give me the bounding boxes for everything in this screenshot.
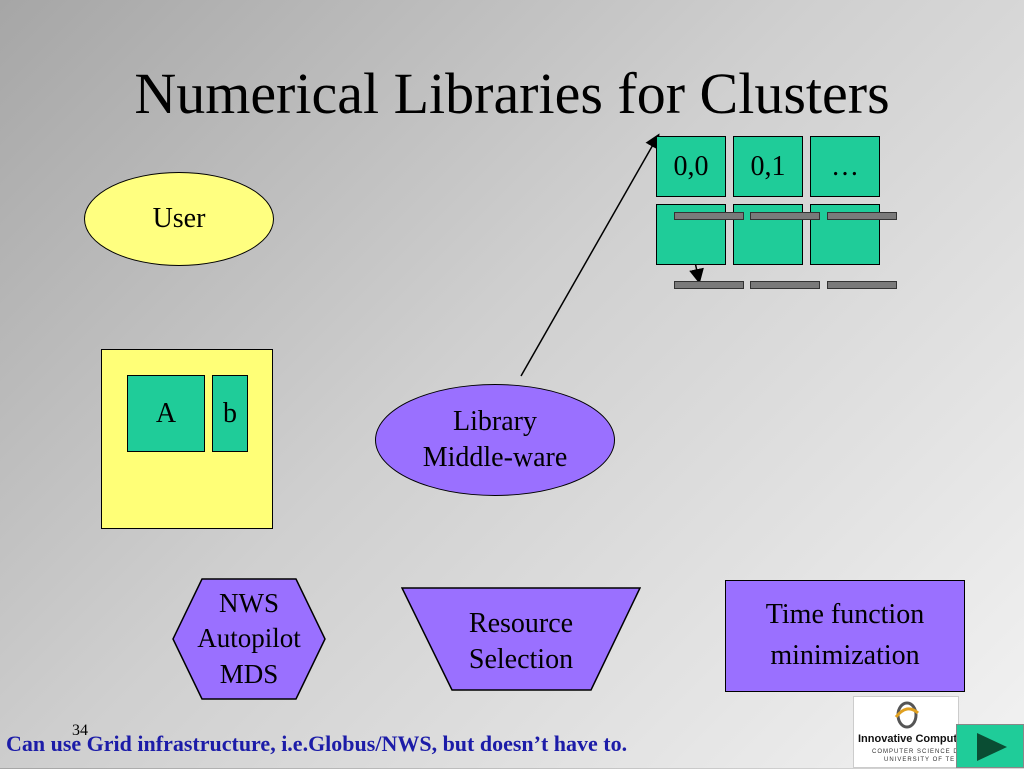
middleware-ellipse: Library Middle-ware [375,384,615,496]
grid-bar [750,281,820,289]
next-slide-button[interactable] [956,724,1024,768]
nws-hexagon [172,578,326,700]
middleware-to-grid-arrow [520,133,660,377]
grid-bar [674,281,744,289]
nws-line1: NWS [218,588,279,619]
grid-bar [827,212,897,220]
nws-text: NWS Autopilot MDS [172,578,326,700]
play-triangle-icon [977,733,1007,761]
matrix-a-label: A [155,397,177,429]
user-ellipse: User [84,172,274,266]
vector-b-cell: b [212,375,248,452]
middleware-line1: Library [453,405,537,437]
swirl-logo-icon [894,701,920,729]
logo-line3: UNIVERSITY OF TE [884,757,956,763]
resource-line2: Selection [468,644,574,675]
logo-line1: Innovative Computin [858,733,959,745]
page-number: 34 [72,722,88,739]
resource-text: Resource Selection [401,600,641,684]
user-label: User [152,202,206,234]
grid-cell-0-0: 0,0 [656,136,726,197]
grid-bar [827,281,897,289]
footer-note: Can use Grid infrastructure, i.e.Globus/… [6,731,628,756]
logo-line2: COMPUTER SCIENCE D [872,749,959,755]
nws-line3: MDS [219,658,279,689]
grid-cell-ellipsis: … [810,136,880,197]
grid-cell-0-1: 0,1 [733,136,803,197]
vector-b-label: b [223,397,237,429]
middleware-line2: Middle-ware [422,442,568,473]
grid-bar [674,212,744,220]
time-fn-line2: minimization [770,640,920,671]
grid-cell-label: 0,0 [673,150,709,182]
grid-cell-label: 0,1 [750,150,786,182]
grid-cell-label: … [831,150,859,182]
time-fn-line1: Time function [765,599,925,631]
innovative-computing-logo: Innovative Computin COMPUTER SCIENCE D U… [853,696,959,768]
matrix-a-cell: A [127,375,205,452]
grid-bar [750,212,820,220]
resource-line1: Resource [468,607,574,639]
time-function-box: Time function minimization [725,580,965,692]
slide-title: Numerical Libraries for Clusters [134,61,890,126]
nws-line2: Autopilot [197,623,301,654]
resource-trapezoid [401,587,641,691]
